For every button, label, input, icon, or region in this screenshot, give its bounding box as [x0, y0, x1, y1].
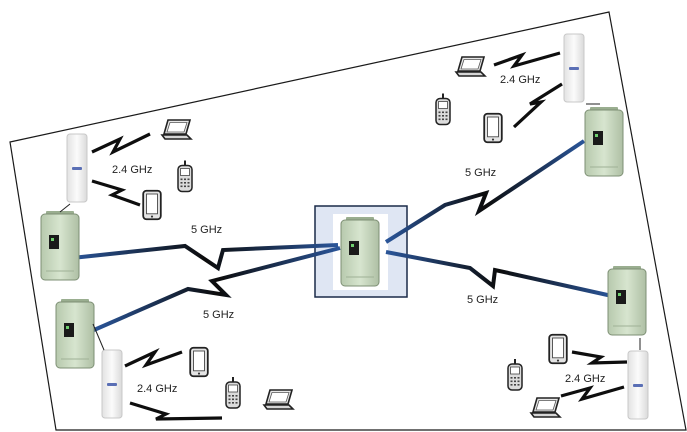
laptop-icon — [161, 119, 192, 140]
cellphone-icon — [225, 376, 241, 409]
cellphone-icon — [507, 358, 523, 391]
tablet-icon — [189, 346, 209, 378]
laptop-icon — [263, 389, 294, 410]
laptop-icon — [530, 397, 561, 418]
cellphone-icon — [177, 160, 193, 193]
cables — [59, 103, 641, 351]
band-label-24ghz: 2.4 GHz — [137, 383, 177, 395]
link-southeast — [385, 250, 613, 298]
band-label-24ghz: 2.4 GHz — [565, 373, 605, 385]
tablet-icon — [548, 333, 568, 365]
access-point-icon — [563, 33, 585, 103]
wifi-link — [493, 51, 561, 69]
link-label-5ghz: 5 GHz — [203, 309, 234, 321]
backhaul-links — [71, 139, 613, 332]
access-point-icon — [101, 349, 123, 419]
tablet-icon — [483, 112, 503, 144]
wifi-link — [129, 401, 223, 421]
band-label-24ghz: 2.4 GHz — [500, 74, 540, 86]
outdoor-radio-icon — [607, 265, 647, 336]
link-northeast — [384, 139, 586, 244]
link-label-5ghz: 5 GHz — [467, 294, 498, 306]
wifi-link — [512, 82, 563, 129]
wifi-link — [560, 385, 625, 402]
tablet-icon — [142, 189, 162, 221]
outdoor-radio-icon — [584, 106, 624, 177]
cellphone-icon — [435, 93, 451, 126]
band-label-24ghz: 2.4 GHz — [112, 164, 152, 176]
wifi-links — [91, 51, 628, 421]
outdoor-radio-icon — [340, 216, 380, 287]
outdoor-radio-icon — [55, 298, 95, 369]
wifi-link — [571, 350, 628, 365]
access-point-icon — [627, 350, 649, 420]
site-boundary — [9, 11, 687, 431]
link-west-lower — [93, 246, 341, 332]
wifi-link — [91, 132, 151, 156]
link-label-5ghz: 5 GHz — [465, 167, 496, 179]
laptop-icon — [455, 56, 486, 77]
outdoor-radio-icon — [40, 210, 80, 281]
wifi-link — [91, 179, 141, 207]
access-point-icon — [66, 133, 88, 203]
link-label-5ghz: 5 GHz — [191, 224, 222, 236]
link-west-upper — [71, 243, 339, 272]
wifi-link — [124, 348, 183, 369]
